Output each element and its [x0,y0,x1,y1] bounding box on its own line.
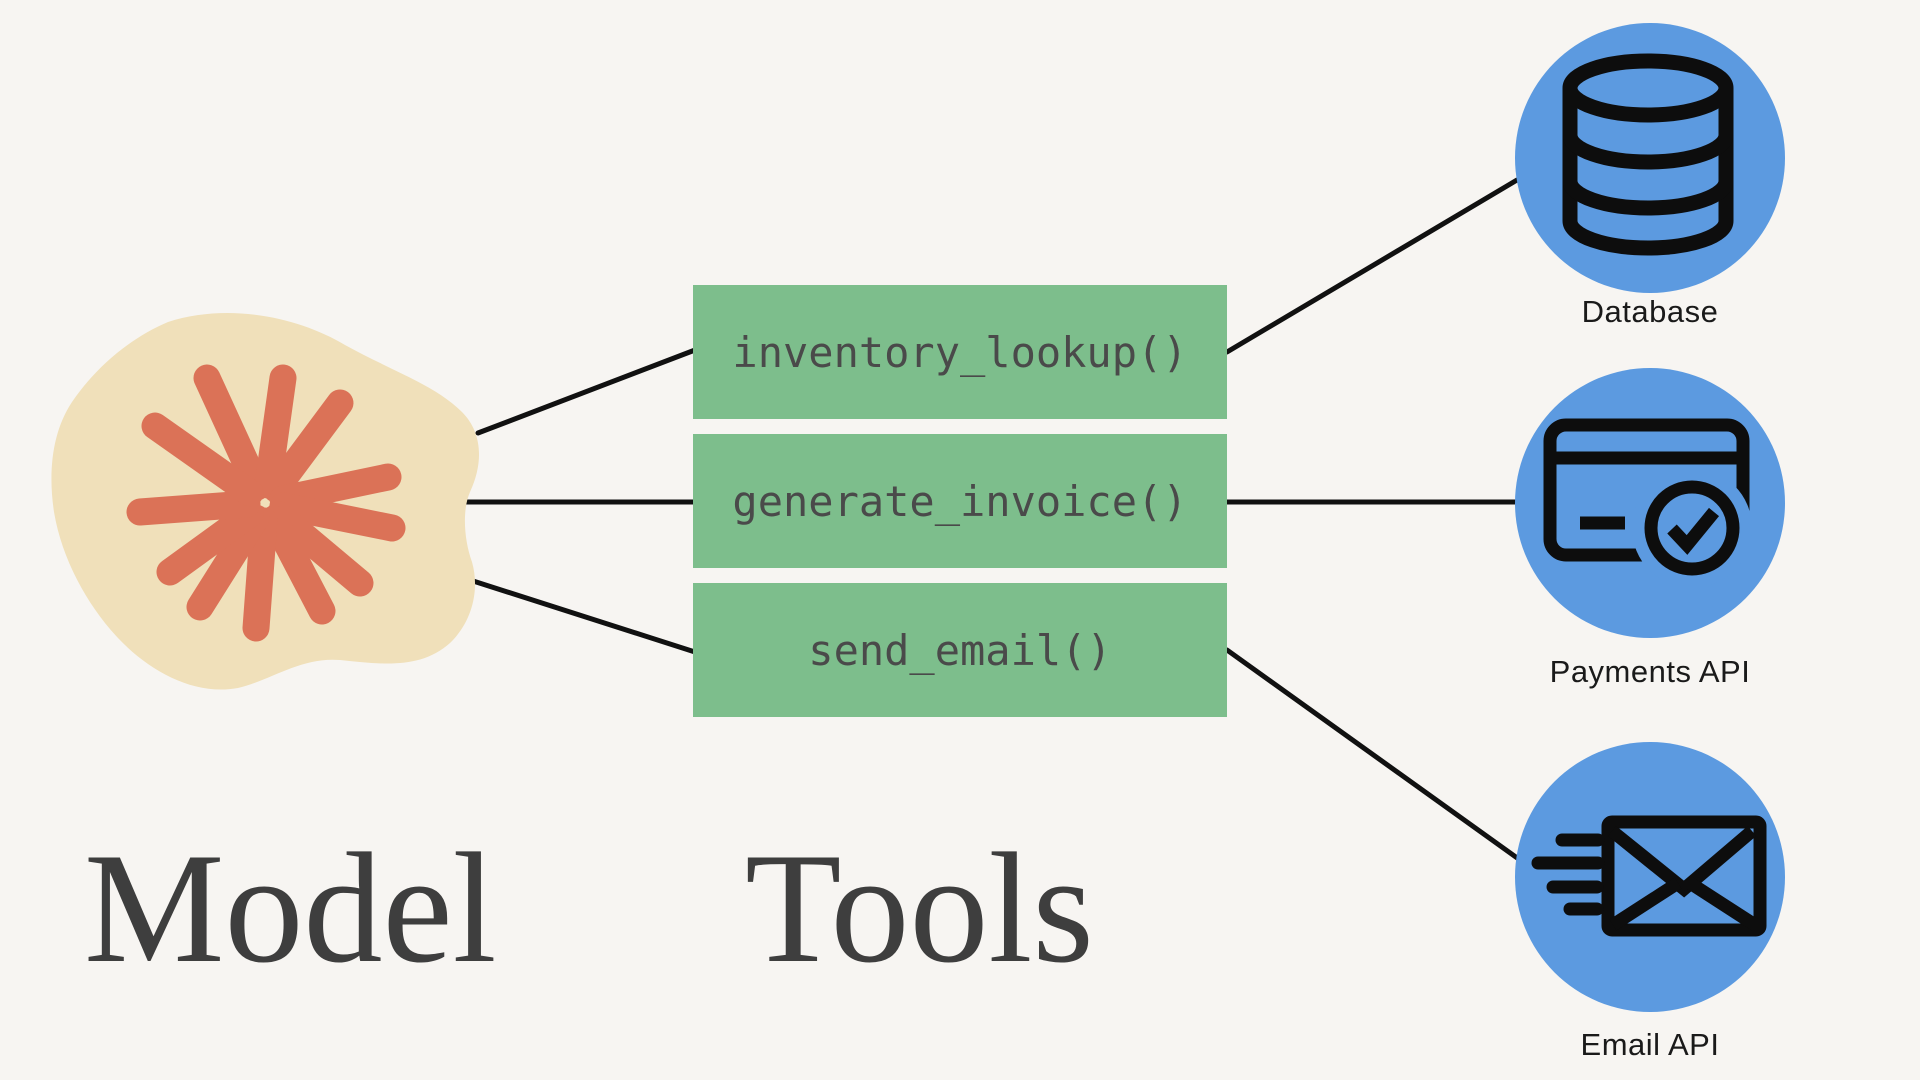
model-heading: Model [84,821,497,996]
tool-box-send-email: send_email() [693,583,1227,717]
starburst-blob-icon [51,313,480,690]
database-icon [1562,53,1734,256]
service-label-database: Database [1581,294,1719,329]
model-blob-shape [51,313,480,690]
tool-label-send-email: send_email() [808,625,1112,675]
connector-model-email [467,577,698,655]
tool-label-inventory-lookup: inventory_lookup() [732,327,1188,377]
service-circle-payments-api [1515,368,1785,638]
service-label-email-api: Email API [1580,1027,1720,1062]
starburst-icon [126,364,406,642]
email-send-icon [1531,815,1767,937]
credit-card-check-icon [1543,418,1752,588]
service-circle-database [1515,23,1785,293]
connector-model-inventory [475,347,698,436]
tools-heading: Tools [745,821,1094,996]
tool-label-generate-invoice: generate_invoice() [732,476,1188,526]
connector-email-emailapi [1224,647,1523,863]
tool-box-generate-invoice: generate_invoice() [693,434,1227,568]
tool-box-inventory-lookup: inventory_lookup() [693,285,1227,419]
service-circle-email-api [1515,742,1785,1012]
service-label-payments-api: Payments API [1549,654,1751,689]
connector-inventory-database [1224,177,1520,355]
